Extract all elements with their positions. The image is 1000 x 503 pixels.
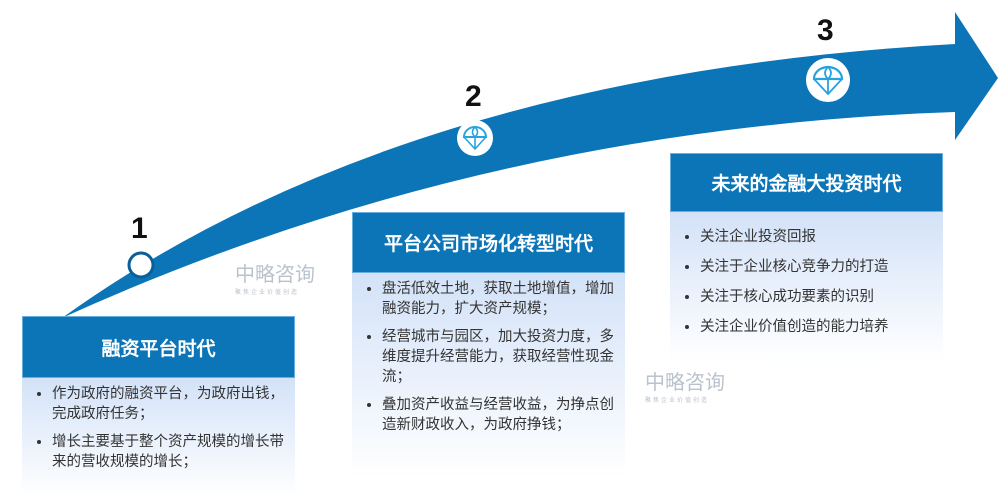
stage-title: 融资平台时代	[22, 316, 295, 378]
bullet: 关注于企业核心竞争力的打造	[700, 256, 935, 278]
stage-card-3: 未来的金融大投资时代 关注企业投资回报 关注于企业核心竞争力的打造 关注于核心成…	[670, 153, 943, 362]
stage-number-3: 3	[817, 14, 834, 47]
stage-card-1: 融资平台时代 作为政府的融资平台，为政府出钱，完成政府任务； 增长主要基于整个资…	[22, 316, 295, 496]
bullet: 增长主要基于整个资产规模的增长带来的营收规模的增长；	[52, 432, 287, 472]
stage-title: 未来的金融大投资时代	[670, 153, 943, 212]
bullet: 关注企业价值创造的能力培养	[700, 316, 935, 338]
stage-card-2: 平台公司市场化转型时代 盘活低效土地，获取土地增值，增加融资能力，扩大资产规模；…	[352, 212, 625, 478]
watermark: 中略咨询聚焦企业价值创造	[235, 262, 315, 296]
bullet: 关注企业投资回报	[700, 226, 935, 248]
bullet: 经营城市与园区，加大投资力度，多维度提升经营能力，获取经营性现金流；	[382, 327, 617, 387]
stage-number-2: 2	[465, 80, 482, 113]
circle-marker-icon	[127, 251, 155, 279]
stage-title: 平台公司市场化转型时代	[352, 212, 625, 273]
parachute-icon	[806, 58, 850, 102]
stage-number-1: 1	[131, 212, 148, 245]
bullet: 盘活低效土地，获取土地增值，增加融资能力，扩大资产规模；	[382, 279, 617, 319]
parachute-icon	[457, 120, 493, 156]
bullet: 叠加资产收益与经营收益，为挣点创造新财政收入，为政府挣钱；	[382, 395, 617, 435]
watermark: 中略咨询聚焦企业价值创造	[645, 370, 725, 404]
bullet: 作为政府的融资平台，为政府出钱，完成政府任务；	[52, 384, 287, 424]
bullet: 关注于核心成功要素的识别	[700, 286, 935, 308]
